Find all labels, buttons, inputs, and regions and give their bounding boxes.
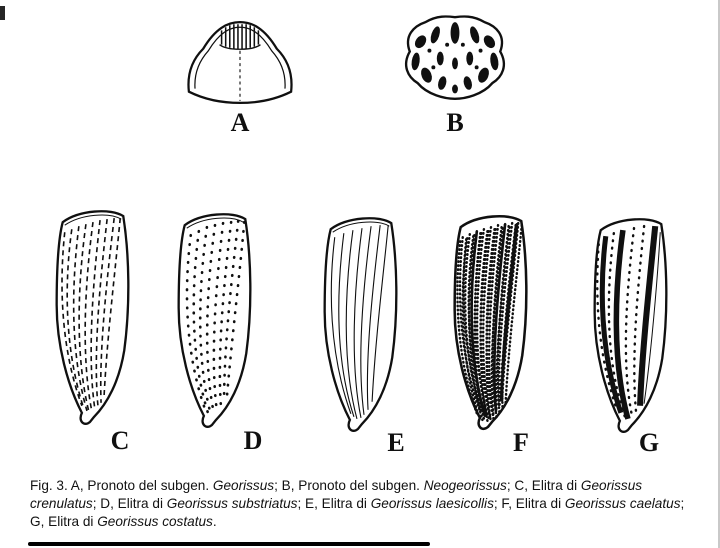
elytron-crenulatus-illustration bbox=[55, 210, 130, 425]
scan-artifact-right-edge bbox=[718, 0, 720, 548]
panel-label-a: A bbox=[230, 108, 250, 137]
elytron-e-basal-line bbox=[332, 221, 390, 233]
elytron-e-outline bbox=[323, 217, 398, 432]
panel-label-b: B bbox=[446, 108, 464, 137]
figure-caption: Fig. 3. A, Pronoto del subgen. Georissus… bbox=[30, 478, 685, 529]
elytron-costatus-illustration bbox=[593, 218, 668, 433]
elytron-c-dashed-striae bbox=[61, 218, 122, 413]
panel-label-f: F bbox=[513, 428, 529, 457]
elytron-d-basal-line bbox=[186, 217, 244, 229]
elytron-c-basal-line bbox=[64, 214, 122, 226]
panel-label-g: G bbox=[638, 428, 660, 457]
pronotum-b-blotch-pattern bbox=[411, 22, 499, 94]
panel-label-d: D bbox=[243, 426, 263, 455]
elytron-g-black-costae bbox=[599, 225, 661, 420]
elytron-caelatus-illustration bbox=[453, 215, 528, 431]
scan-artifact-topleft bbox=[0, 6, 5, 20]
elytron-e-fine-striae bbox=[330, 225, 389, 420]
panel-label-c: C bbox=[110, 426, 130, 455]
elytron-laesicollis-illustration bbox=[323, 217, 398, 432]
elytron-d-puncture-rows bbox=[185, 219, 246, 417]
scan-artifact-bottom-line bbox=[28, 542, 430, 546]
pronotum-a-striae bbox=[220, 24, 260, 49]
pronotum-a-outline bbox=[187, 21, 293, 105]
panel-label-e: E bbox=[387, 428, 405, 457]
elytron-c-outline bbox=[55, 210, 130, 425]
elytron-substriatus-illustration bbox=[177, 213, 252, 428]
elytron-g-puncture-rows bbox=[596, 224, 646, 419]
pronotum-subgen-georissus-illustration bbox=[187, 21, 293, 105]
pronotum-a-inner-rim bbox=[194, 26, 286, 89]
elytron-f-dark-costae bbox=[470, 223, 519, 417]
pronotum-subgen-neogeorissus-illustration bbox=[405, 15, 505, 100]
pronotum-a-cap-boundary bbox=[219, 44, 261, 50]
